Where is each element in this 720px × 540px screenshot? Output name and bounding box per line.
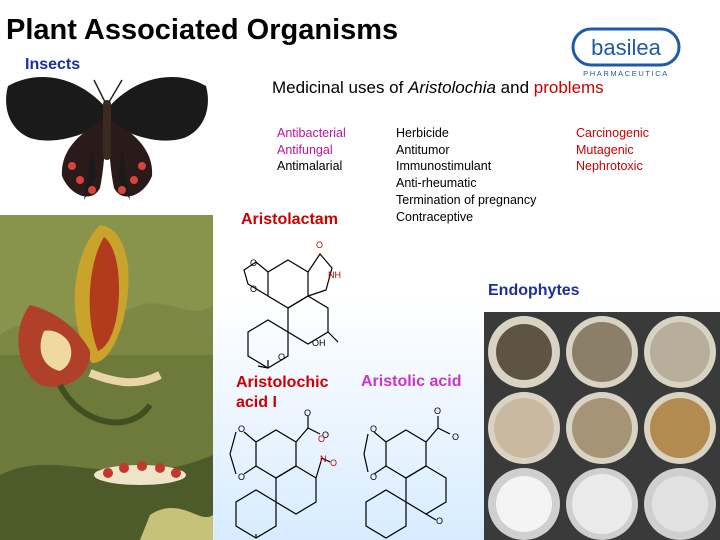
endophyte-plates-photo — [484, 312, 720, 540]
logo-sub: PHARMACEUTICA — [583, 69, 669, 78]
endophytes-label: Endophytes — [488, 282, 580, 299]
use-item: Antimalarial — [277, 159, 343, 174]
aristolic-acid-label: Aristolic acid — [361, 373, 462, 390]
atom-o: O — [370, 472, 377, 482]
problem-item: Mutagenic — [576, 142, 634, 157]
problems-column: Carcinogenic Mutagenic Nephrotoxic — [576, 125, 649, 175]
atom-o: O — [318, 434, 325, 444]
use-item: Termination of pregnancy — [396, 192, 537, 207]
logo-name: basilea — [591, 35, 661, 60]
aristolactam-label: Aristolactam — [241, 211, 338, 228]
slide-subtitle: Medicinal uses of Aristolochia and probl… — [272, 78, 604, 98]
slide-title: Plant Associated Organisms — [6, 14, 399, 46]
aristolochic-acid-label: Aristolochic acid I — [236, 374, 329, 411]
atom-n: N — [320, 454, 327, 464]
atom-o: O — [434, 406, 441, 416]
subtitle-problems: problems — [533, 78, 604, 97]
atom-o: O — [370, 424, 377, 434]
basilea-logo: basilea PHARMACEUTICA — [571, 27, 681, 78]
atom-o: O — [316, 240, 323, 250]
atom-o: O — [250, 258, 257, 268]
use-item: Antifungal — [277, 142, 333, 157]
butterfly-illustration — [6, 77, 208, 200]
atom-o: O — [238, 424, 245, 434]
problem-item: Nephrotoxic — [576, 159, 643, 174]
atom-o: O — [330, 458, 337, 468]
use-item: Antitumor — [396, 142, 450, 157]
aristolochia-plant-photo — [0, 215, 213, 540]
atom-oh: OH — [312, 338, 326, 348]
atom-o: O — [322, 430, 329, 440]
atom-o: O — [278, 352, 285, 362]
use-item: Herbicide — [396, 126, 449, 140]
plate-row-3 — [488, 468, 716, 540]
subtitle-middle: and — [495, 78, 534, 97]
insects-label: Insects — [25, 56, 81, 73]
uses-column-1: Antibacterial Antifungal Antimalarial — [277, 125, 346, 175]
uses-column-2: Herbicide Antitumor Immunostimulant Anti… — [396, 125, 536, 225]
plate-row-1 — [488, 316, 716, 388]
atom-nh: NH — [328, 270, 341, 280]
aristolic-acid-structure: O O O O O — [363, 406, 459, 539]
use-item: Contraceptive — [396, 209, 474, 224]
atom-o: O — [238, 472, 245, 482]
problem-item: Carcinogenic — [576, 126, 649, 140]
plate-row-2 — [488, 392, 716, 464]
aristolactam-structure: O NH O O OH O — [243, 240, 341, 369]
aristolochic-acid-structure: O O O N O O O — [229, 408, 337, 539]
atom-o: O — [304, 408, 311, 418]
subtitle-prefix: Medicinal uses of — [272, 78, 409, 97]
use-item: Immunostimulant — [396, 159, 492, 174]
atom-o: O — [452, 432, 459, 442]
atom-o: O — [436, 516, 443, 526]
use-item: Antibacterial — [277, 126, 346, 140]
use-item: Anti-rheumatic — [396, 176, 477, 191]
atom-o: O — [250, 284, 257, 294]
subtitle-genus: Aristolochia — [408, 78, 496, 97]
